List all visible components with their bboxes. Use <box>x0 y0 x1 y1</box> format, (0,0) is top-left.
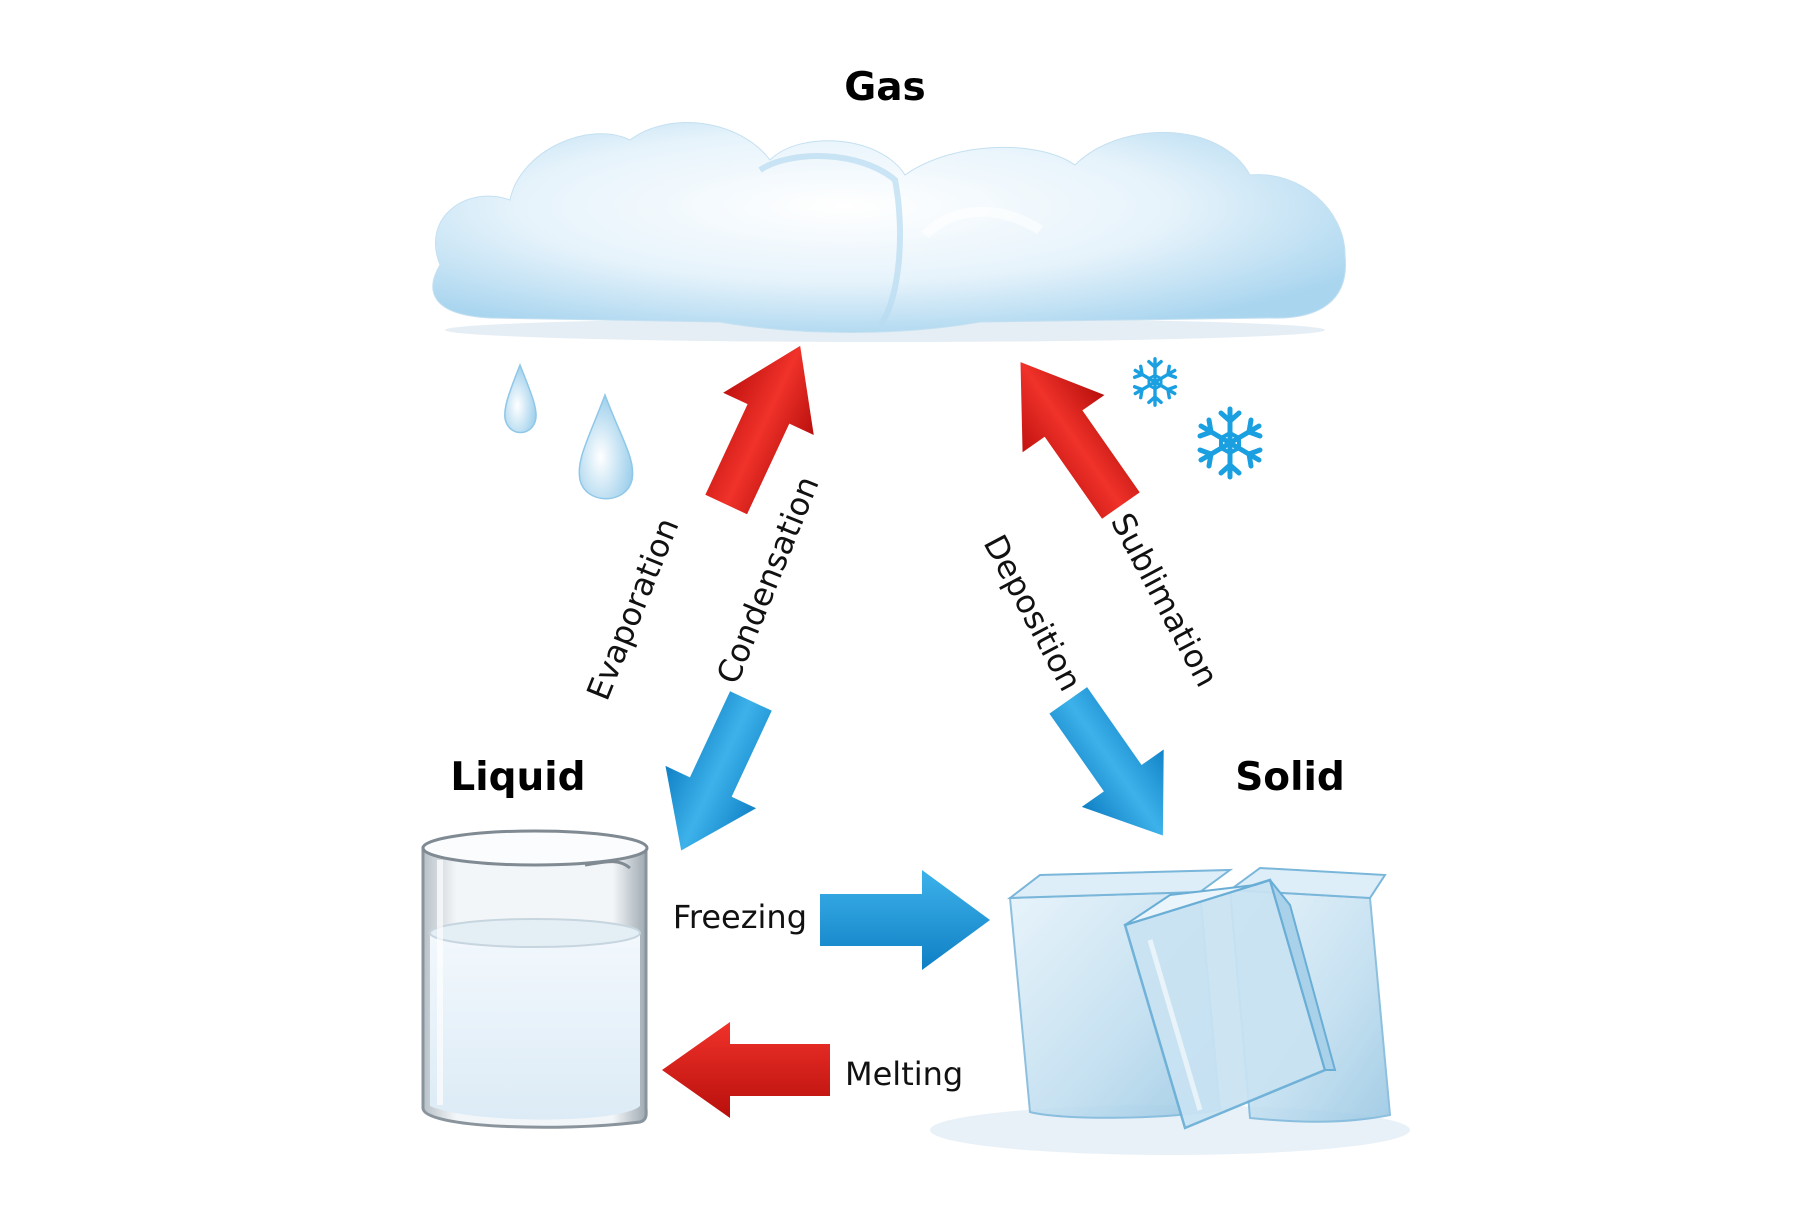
melting-arrow <box>662 1022 830 1118</box>
beaker-illustration <box>421 829 649 1129</box>
condensation-arrow <box>665 691 772 851</box>
melting-label: Melting <box>845 1055 963 1093</box>
sublimation-arrow <box>1020 362 1140 519</box>
rain-drop-icon <box>504 362 537 434</box>
cloud-illustration <box>432 122 1347 342</box>
ice-cubes-illustration <box>930 866 1410 1155</box>
solid-label: Solid <box>1235 755 1345 800</box>
snowflake-icon <box>1132 357 1178 407</box>
sublimation-label: Sublimation <box>1103 507 1226 693</box>
evaporation-label: Evaporation <box>579 512 686 705</box>
liquid-label: Liquid <box>450 755 585 800</box>
snowflake-icon <box>1200 409 1260 477</box>
gas-label: Gas <box>844 65 926 110</box>
rain-drop-icon <box>578 392 634 500</box>
deposition-arrow <box>1049 687 1164 836</box>
deposition-label: Deposition <box>976 528 1090 697</box>
evaporation-arrow <box>705 345 814 515</box>
freezing-arrow <box>820 870 990 970</box>
freezing-label: Freezing <box>673 898 807 936</box>
